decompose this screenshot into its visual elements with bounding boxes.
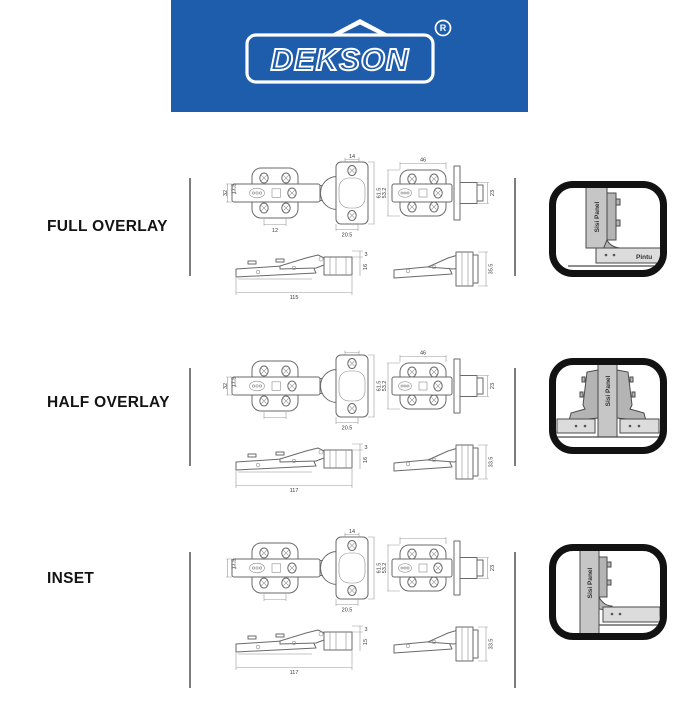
door-label: Pintu: [636, 254, 652, 261]
dim-overall-length: 115: [290, 295, 299, 301]
registered-letter: R: [440, 23, 447, 33]
half-overlay-illustration: Sisi Panel: [556, 365, 660, 438]
dim-mount-width: 46: [420, 351, 426, 357]
dim-cup-bottom: 20.5: [342, 233, 353, 239]
row-label-full-overlay: FULL OVERLAY: [47, 218, 168, 235]
divider-left: [189, 552, 191, 688]
dim-cup-bottom: 20.5: [342, 608, 353, 614]
dim-dowel-view-height: 35.5: [489, 264, 495, 275]
dim-mount-height: 53.2: [382, 188, 388, 199]
dim-arm-depth: 16: [363, 264, 369, 270]
technical-drawing-inset: 17.5 14 61.5 20.5 53.2 23 117 3 15 33.5: [222, 529, 496, 676]
dim-plate-width-inner: 17.5: [232, 559, 238, 570]
dim-overall-length: 117: [290, 488, 299, 494]
half-overlay-application-icon: Sisi Panel: [549, 358, 667, 454]
dim-arm-offset: 3: [364, 445, 367, 451]
dim-cup-height: 61.5: [377, 381, 383, 392]
dim-overall-length: 117: [290, 670, 299, 676]
inset-application-icon: Sisi Panel: [549, 544, 667, 640]
dim-plate-width-inner: 17.5: [232, 184, 238, 195]
side-panel-label: Sisi Panel: [605, 375, 612, 406]
dim-plate-hole-spacing: 12: [272, 228, 278, 234]
dim-cup-height: 61.5: [377, 188, 383, 199]
divider-right: [514, 368, 516, 466]
dim-plate-width-outer: 32: [223, 383, 229, 389]
row-label-inset: INSET: [47, 570, 95, 587]
divider-right: [514, 552, 516, 688]
dim-dowel-diameter: 23: [490, 190, 496, 196]
dim-arm-depth: 16: [363, 457, 369, 463]
logo-frame: [245, 33, 435, 84]
dim-arm-offset: 3: [364, 627, 367, 633]
full-overlay-application-icon: Sisi Panel Pintu: [549, 181, 667, 277]
side-panel-label: Sisi Panel: [594, 201, 601, 232]
dim-dowel-diameter: 23: [490, 565, 496, 571]
dim-plate-width-inner: 17.5: [232, 377, 238, 388]
dim-cup-top: 14: [349, 154, 355, 160]
brand-name: DEKSON: [271, 42, 410, 77]
dim-arm-depth: 15: [363, 639, 369, 645]
side-panel-label: Sisi Panel: [587, 567, 594, 598]
dekson-logo: DEKSON R: [245, 19, 452, 84]
divider-left: [189, 368, 191, 466]
dim-cup-height: 61.5: [377, 563, 383, 574]
row-full-overlay: FULL OVERLAY 32 17.5 12 14 61.5 20.5 46 …: [0, 152, 700, 317]
dim-dowel-view-height: 33.5: [489, 639, 495, 650]
divider-left: [189, 178, 191, 276]
dim-mount-height: 53.2: [382, 381, 388, 392]
technical-drawing-full-overlay: 32 17.5 12 14 61.5 20.5 46 53.2 23 115 3…: [223, 154, 496, 301]
row-inset: INSET 17.5 14 61.5 20.5 53.2 23 117 3 15…: [0, 526, 700, 701]
registered-mark-icon: [434, 19, 452, 37]
dim-arm-offset: 3: [364, 252, 367, 258]
brand-banner: DEKSON R: [171, 0, 528, 112]
full-overlay-illustration: Sisi Panel Pintu: [568, 188, 660, 267]
dim-dowel-view-height: 33.5: [489, 457, 495, 468]
row-label-half-overlay: HALF OVERLAY: [47, 394, 170, 411]
dim-dowel-diameter: 23: [490, 383, 496, 389]
dim-plate-width-outer: 32: [223, 190, 229, 196]
row-half-overlay: HALF OVERLAY 32 17.5 61.5 20.5 46 53.2 2…: [0, 342, 700, 507]
dim-mount-width: 46: [420, 158, 426, 164]
technical-drawing-half-overlay: 32 17.5 61.5 20.5 46 53.2 23 117 3 16 33…: [223, 348, 496, 494]
dim-cup-top: 14: [349, 529, 355, 535]
logo-roof-icon: [330, 19, 390, 35]
dim-mount-height: 53.2: [382, 563, 388, 574]
inset-illustration: Sisi Panel: [579, 551, 660, 633]
divider-right: [514, 178, 516, 276]
dim-cup-bottom: 20.5: [342, 426, 353, 432]
